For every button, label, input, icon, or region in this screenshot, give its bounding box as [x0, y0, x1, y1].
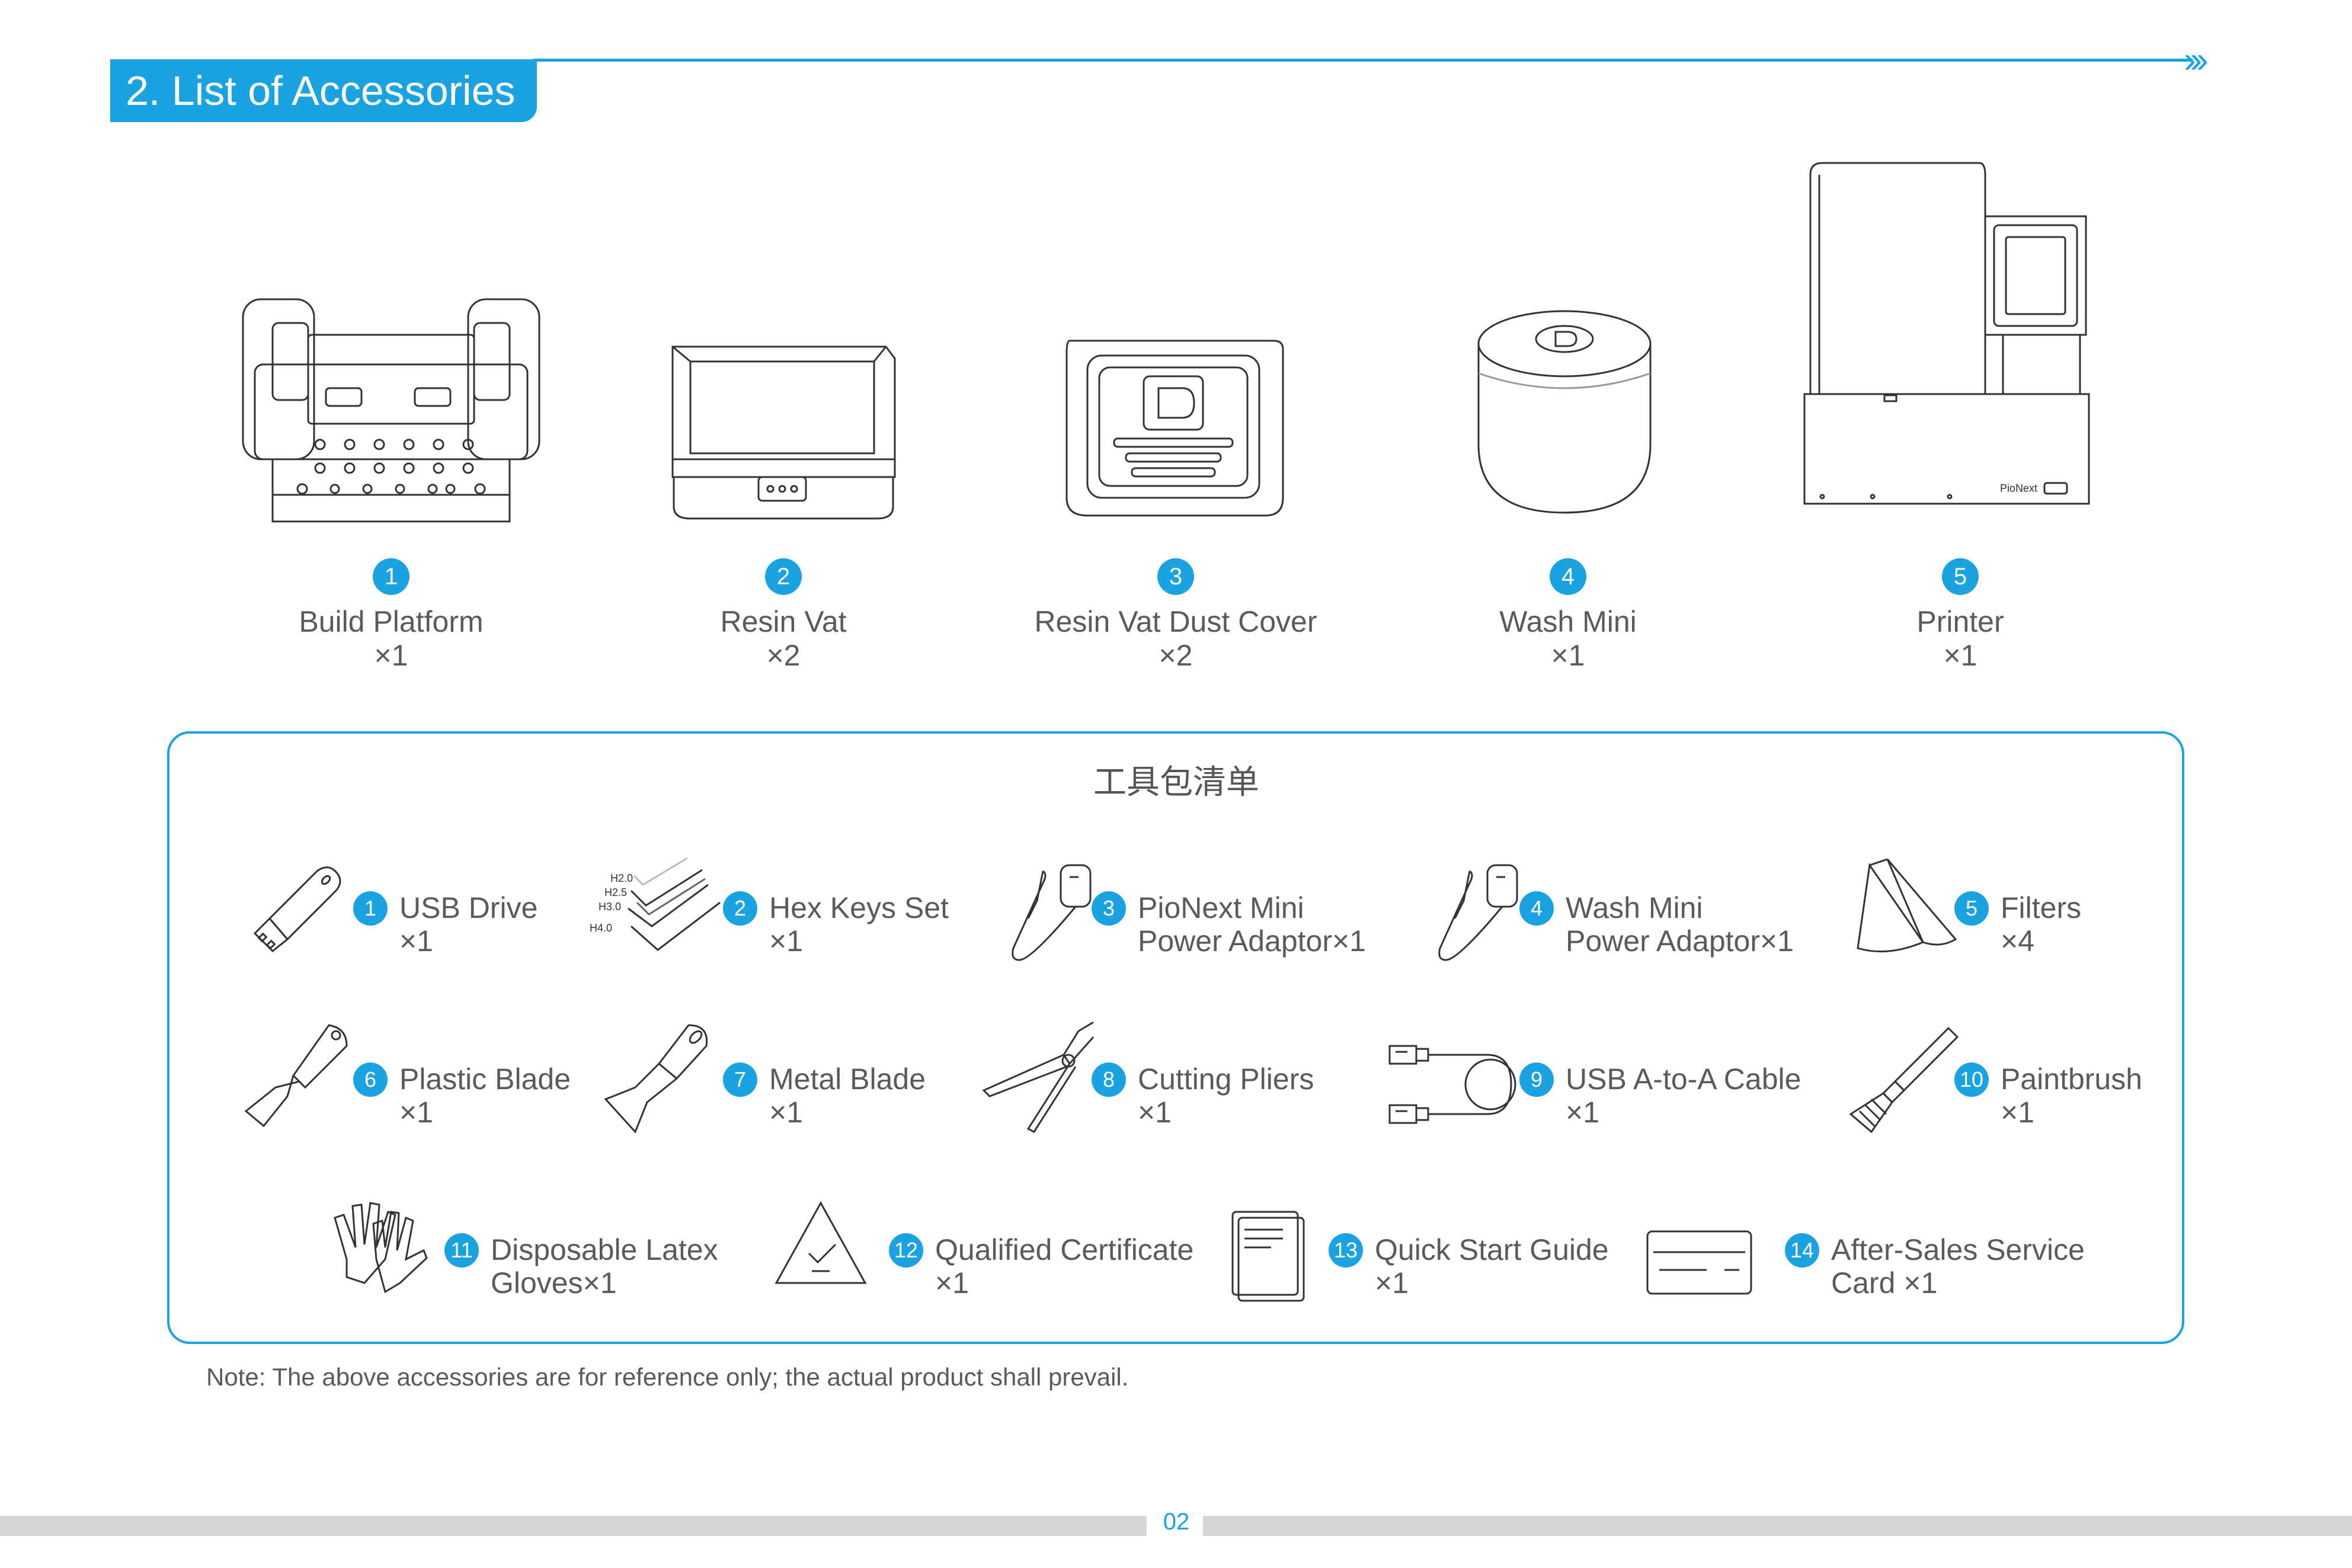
hex-size-label: H2.5: [604, 887, 627, 898]
item-quantity: ×2: [1159, 639, 1193, 672]
item-number-badge: 1: [353, 891, 388, 926]
service-card-icon: [1647, 1231, 1751, 1294]
item-number-badge: 2: [765, 558, 802, 595]
usb-drive-icon: [249, 862, 344, 951]
item-number-badge: 9: [1519, 1063, 1554, 1097]
power-adaptor-icon: [1007, 859, 1096, 966]
item-quantity: ×1: [399, 1096, 434, 1129]
resin-vat-icon: [667, 341, 898, 524]
toolkit-panel: [167, 731, 2184, 1344]
footer-bar-left: [0, 1516, 1147, 1536]
item-number-badge: 13: [1329, 1233, 1363, 1268]
printer-brand-text: PioNext: [2000, 482, 2037, 494]
item-number-badge: 4: [1550, 558, 1586, 595]
item-number-badge: 2: [723, 891, 757, 926]
item-name: Cutting Pliers: [1138, 1063, 1314, 1096]
footer-bar-right: [1203, 1516, 2352, 1536]
item-quantity: Gloves×1: [491, 1266, 617, 1300]
item-name: Wash Mini: [1499, 605, 1637, 638]
chevrons-icon: ›››: [2184, 40, 2209, 81]
item-quantity: ×4: [2001, 924, 2035, 958]
gloves-icon: [329, 1194, 436, 1295]
plastic-blade-icon: [240, 1022, 350, 1129]
main-item-printer: 5 Printer ×1: [1771, 558, 2150, 672]
guide-booklet-icon: [1230, 1212, 1307, 1301]
item-quantity: ×2: [766, 639, 801, 672]
main-item-dust-cover: 3 Resin Vat Dust Cover ×2: [986, 558, 1365, 672]
section-title: 2. List of Accessories: [110, 59, 537, 122]
item-name: USB Drive: [399, 891, 538, 924]
item-quantity: ×1: [935, 1266, 969, 1300]
item-name: Plastic Blade: [399, 1063, 571, 1096]
item-quantity: ×1: [1943, 639, 1977, 672]
item-number-badge: 12: [889, 1233, 923, 1268]
disclaimer-note: Note: The above accessories are for refe…: [206, 1363, 1129, 1391]
item-name: Filters: [2001, 891, 2082, 924]
item-number-badge: 8: [1092, 1063, 1126, 1097]
item-number-badge: 6: [353, 1063, 388, 1097]
item-name: Hex Keys Set: [769, 891, 949, 924]
item-number-badge: 11: [444, 1233, 479, 1268]
dust-cover-icon: [1061, 335, 1292, 524]
hex-size-label: H2.0: [610, 872, 633, 884]
paintbrush-icon: [1848, 1025, 1960, 1138]
item-name: Resin Vat Dust Cover: [1034, 605, 1317, 638]
item-number-badge: 5: [1942, 558, 1979, 595]
item-name: Resin Vat: [720, 605, 847, 638]
item-number-badge: 4: [1519, 891, 1554, 926]
wash-mini-icon: [1473, 308, 1656, 519]
item-name: After-Sales Service: [1831, 1233, 2085, 1266]
item-name: Build Platform: [299, 605, 484, 638]
item-name: USB A-to-A Cable: [1566, 1063, 1801, 1096]
item-name: PioNext Mini: [1138, 891, 1304, 924]
page-number: 02: [1163, 1509, 1190, 1535]
toolkit-title: 工具包清单: [1093, 763, 1259, 802]
item-quantity: Power Adaptor×1: [1138, 924, 1366, 958]
item-number-badge: 10: [1954, 1063, 1989, 1097]
item-quantity: ×1: [1138, 1096, 1172, 1129]
item-quantity: Power Adaptor×1: [1566, 924, 1794, 958]
item-quantity: Card ×1: [1831, 1266, 1938, 1300]
item-number-badge: 7: [723, 1063, 757, 1097]
main-item-wash-mini: 4 Wash Mini ×1: [1378, 558, 1758, 672]
item-name: Printer: [1916, 605, 2004, 638]
item-number-badge: 14: [1785, 1233, 1819, 1268]
item-number-badge: 5: [1954, 891, 1989, 926]
item-quantity: ×1: [1375, 1266, 1409, 1300]
main-item-resin-vat: 2 Resin Vat ×2: [594, 558, 973, 672]
main-item-build-platform: 1 Build Platform ×1: [201, 558, 581, 672]
metal-blade-icon: [600, 1022, 712, 1135]
item-name: Paintbrush: [2001, 1063, 2143, 1096]
item-quantity: ×1: [769, 924, 804, 958]
item-quantity: ×1: [1551, 639, 1585, 672]
item-quantity: ×1: [1566, 1096, 1600, 1129]
filter-icon: [1852, 859, 1959, 957]
item-number-badge: 3: [1092, 891, 1126, 926]
header-rule: [533, 59, 2193, 62]
build-platform-icon: [237, 299, 545, 524]
power-adaptor-icon: [1434, 859, 1523, 966]
item-name: Metal Blade: [769, 1063, 926, 1096]
hex-keys-icon: H2.0 H2.5 H3.0 H4.0: [590, 858, 723, 959]
item-name: Qualified Certificate: [935, 1233, 1194, 1266]
printer-icon: PioNext: [1801, 163, 2092, 507]
item-quantity: ×1: [399, 924, 434, 958]
item-quantity: ×1: [374, 639, 408, 672]
hex-size-label: H4.0: [590, 922, 612, 934]
item-name: Quick Start Guide: [1375, 1233, 1609, 1266]
certificate-icon: [773, 1200, 868, 1286]
item-quantity: ×1: [2001, 1096, 2035, 1129]
item-number-badge: 3: [1157, 558, 1194, 595]
item-quantity: ×1: [769, 1096, 804, 1129]
item-number-badge: 1: [373, 558, 409, 595]
item-name: Wash Mini: [1566, 891, 1703, 924]
item-name: Disposable Latex: [491, 1233, 718, 1266]
hex-size-label: H3.0: [599, 901, 621, 913]
usb-cable-icon: [1390, 1040, 1514, 1129]
cutting-pliers-icon: [981, 1019, 1099, 1132]
